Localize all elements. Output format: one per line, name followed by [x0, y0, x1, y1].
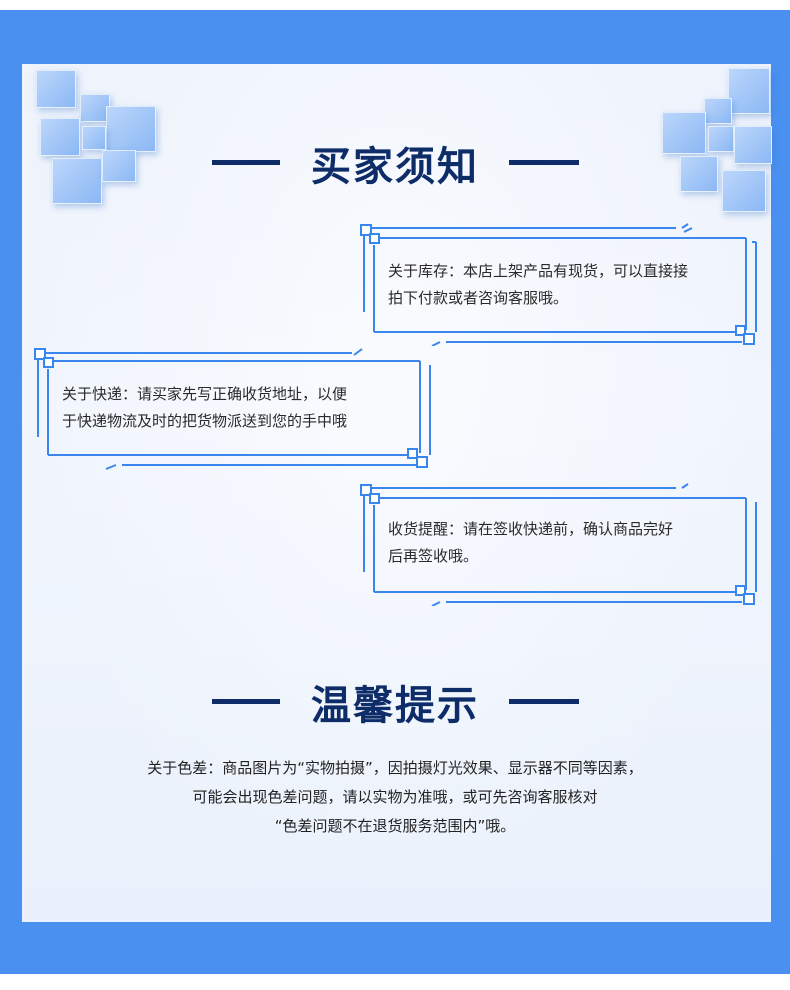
tip-line-3: “色差问题不在退货服务范围内”哦。	[274, 817, 516, 835]
notice-receipt-line1: 收货提醒：请在签收快递前，确认商品完好	[388, 520, 674, 538]
notice-shipping-line2: 于快递物流及时的把货物派送到您的手中哦	[62, 412, 348, 430]
decor-cubes-right	[660, 66, 772, 226]
notice-box-stock: 关于库存：本店上架产品有现货，可以直接接 拍下付款或者咨询客服哦。	[356, 220, 764, 346]
notice-box-receipt: 收货提醒：请在签收快递前，确认商品完好 后再签收哦。	[356, 480, 764, 606]
frame-top	[0, 0, 790, 10]
title-rule-left	[212, 160, 280, 165]
tip-line-1: 关于色差：商品图片为“实物拍摄”，因拍摄灯光效果、显示器不同等因素，	[147, 759, 643, 777]
title-rule-right-2	[509, 699, 579, 704]
notice-stock-line2: 拍下付款或者咨询客服哦。	[388, 289, 569, 307]
notice-receipt-line2: 后再签收哦。	[388, 547, 479, 565]
section-title-buyer-notice: 买家须知	[311, 144, 479, 190]
frame-bottom	[0, 974, 790, 990]
notice-stock-line1: 关于库存：本店上架产品有现货，可以直接接	[388, 262, 689, 280]
notice-box-frame	[360, 483, 757, 606]
notice-box-frame	[360, 223, 757, 346]
section-title-warm-tips: 温馨提示	[311, 683, 479, 729]
title-rule-left-2	[212, 699, 280, 704]
decor-cubes-left	[36, 66, 166, 206]
content-panel	[22, 64, 771, 922]
title-rule-right	[509, 160, 579, 165]
notice-shipping-line1: 关于快递：请买家先写正确收货地址，以便	[62, 385, 348, 403]
tip-line-2: 可能会出现色差问题，请以实物为准哦，或可先咨询客服核对	[192, 788, 598, 806]
notice-box-shipping: 关于快递：请买家先写正确收货地址，以便 于快递物流及时的把货物派送到您的手中哦	[32, 345, 440, 471]
notice-box-frame	[34, 348, 431, 470]
